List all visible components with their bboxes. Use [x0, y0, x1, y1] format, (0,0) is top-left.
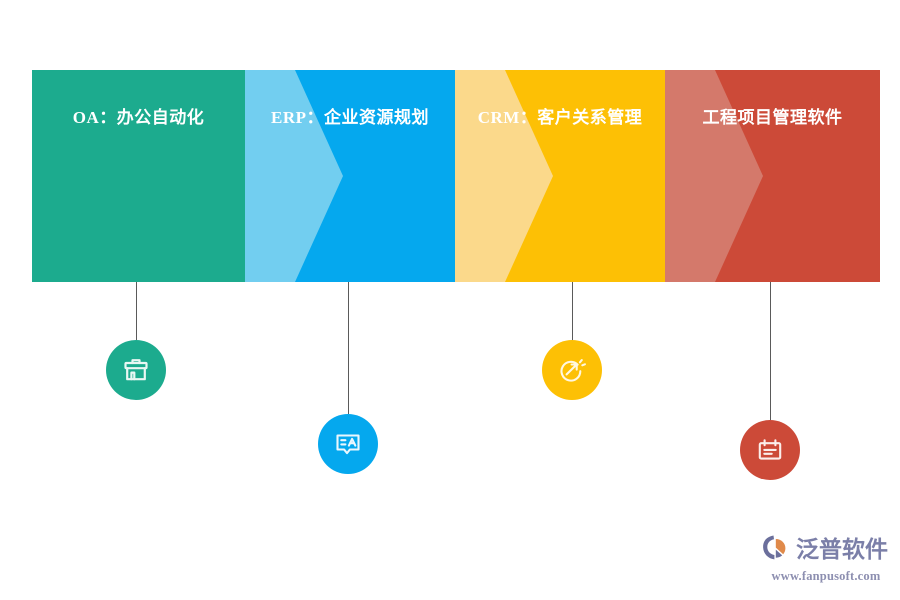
stage-label-crm: CRM：客户关系管理 [477, 108, 643, 127]
chevron-band-row: OA：办公自动化 ERP：企业资源规划 CRM：客户关系管理 工程项目管理软件 [32, 70, 880, 282]
icon-circle-oa[interactable] [106, 340, 166, 400]
connector-stem-crm [572, 282, 573, 340]
stage-label-erp: ERP：企业资源规划 [271, 108, 429, 127]
stage-band-fill-oa [32, 70, 245, 282]
growth-arrow-icon [556, 354, 588, 386]
toolbox-icon [120, 354, 152, 386]
watermark-brand-text: 泛普软件 [796, 536, 888, 563]
connector-stem-erp [348, 282, 349, 414]
stage-band-erp[interactable]: ERP：企业资源规划 [245, 70, 455, 282]
watermark-url-text: www.fanpusoft.com [771, 569, 881, 583]
icon-circle-erp[interactable] [318, 414, 378, 474]
notepad-icon [754, 434, 786, 466]
icon-circle-crm[interactable] [542, 340, 602, 400]
watermark-brand-row: 泛普软件 [762, 534, 890, 566]
chevron-arrow-crm [455, 70, 553, 282]
stage-label-oa: OA：办公自动化 [72, 108, 205, 127]
watermark-logo: 泛普软件 www.fanpusoft.com [762, 534, 890, 590]
chevron-arrow-pm [665, 70, 763, 282]
icon-circle-pm[interactable] [740, 420, 800, 480]
fanpu-logo-mark [762, 534, 792, 566]
chevron-arrow-erp [245, 70, 343, 282]
stage-band-pm[interactable]: 工程项目管理软件 [665, 70, 880, 282]
translate-bubble-icon [332, 428, 364, 460]
stage-label-pm: 工程项目管理软件 [702, 108, 843, 127]
connector-stem-oa [136, 282, 137, 340]
stage-band-crm[interactable]: CRM：客户关系管理 [455, 70, 665, 282]
connector-stem-pm [770, 282, 771, 420]
stage-band-oa[interactable]: OA：办公自动化 [32, 70, 245, 282]
